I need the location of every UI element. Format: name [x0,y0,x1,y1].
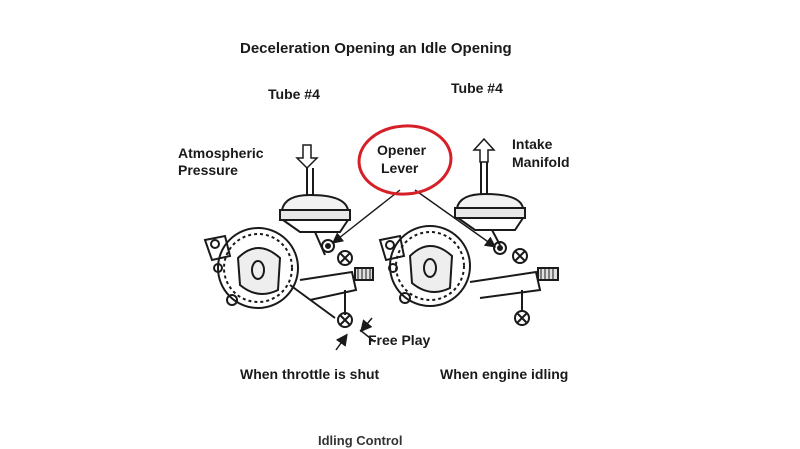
footer-label: Idling Control [318,433,403,448]
left-tube-label: Tube #4 [268,86,320,102]
lower-pivot-right [514,310,530,326]
lower-pivot [337,312,353,328]
manifold-label: Manifold [512,154,570,170]
callout-circle [357,124,453,196]
atmospheric-label: Atmospheric [178,145,264,161]
opener-lever-pivot [321,239,335,253]
opener-label: Opener [377,142,427,158]
throttle-cam-right [408,245,454,293]
right-tube-label: Tube #4 [451,80,503,96]
right-mechanism [378,137,559,326]
free-play-indicator [335,317,376,351]
left-mechanism [203,144,374,328]
diaphragm-housing [280,193,350,211]
diaphragm-housing-right [455,192,525,209]
lever-label: Lever [381,160,419,176]
outflow-arrow-icon [472,137,496,163]
free-play-label: Free Play [368,332,431,348]
left-caption: When throttle is shut [240,366,380,382]
callout-leaders [331,189,497,248]
right-caption: When engine idling [440,366,569,382]
inflow-arrow-icon [295,144,319,170]
opener-lever-pivot-right [493,241,507,255]
intake-label: Intake [512,136,553,152]
throttle-cam [236,247,282,295]
pressure-label: Pressure [178,162,238,178]
diagram-title: Deceleration Opening an Idle Opening [240,40,512,57]
